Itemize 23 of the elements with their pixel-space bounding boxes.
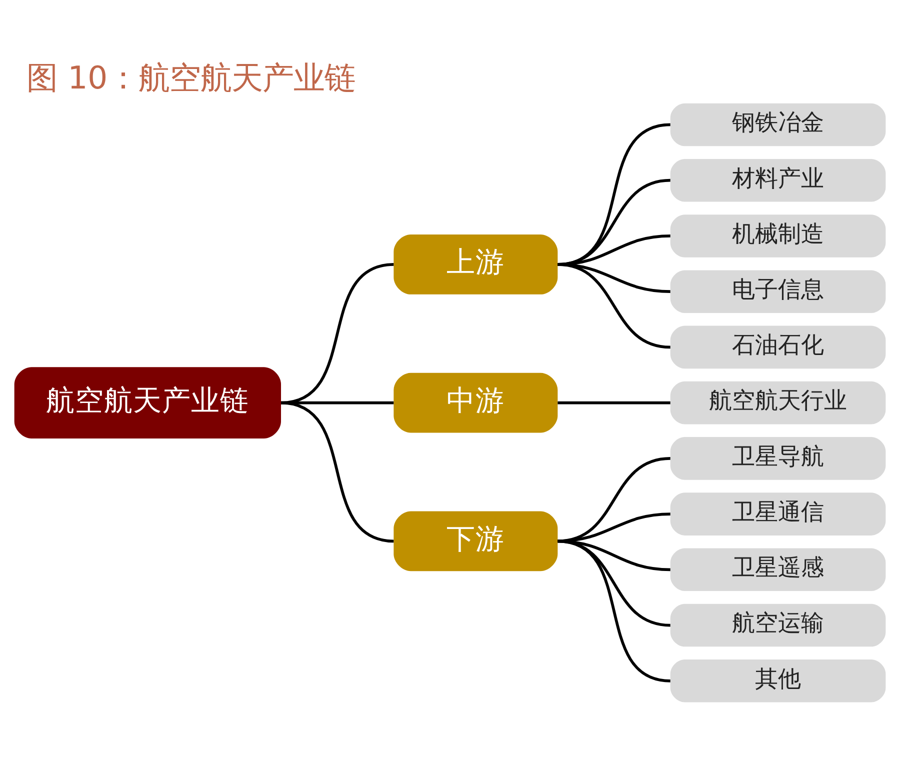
node-box: 航空航天行业 — [670, 380, 886, 424]
node-box: 石油石化 — [670, 325, 886, 368]
node-box: 下游 — [394, 510, 558, 571]
node-box: 卫星遥感 — [670, 548, 886, 591]
connector — [557, 539, 671, 682]
node-box: 电子信息 — [670, 270, 886, 312]
node-box: 钢铁冶金 — [670, 102, 886, 146]
diagram-title: 图 10：航空航天产业链 — [26, 60, 356, 96]
node-box: 上游 — [394, 234, 558, 294]
connector — [280, 262, 394, 404]
node-box: 航空运输 — [670, 603, 886, 646]
connector — [558, 262, 670, 348]
connector — [558, 400, 670, 404]
node-box: 卫星通信 — [670, 492, 886, 535]
connector — [558, 512, 670, 542]
node-box: 其他 — [670, 659, 886, 702]
connector — [558, 456, 670, 542]
node-box: 机械制造 — [670, 214, 886, 257]
node-box: 航空航天产业链 — [14, 366, 281, 438]
node-box: 中游 — [394, 372, 558, 432]
node-box: 卫星导航 — [670, 436, 886, 480]
node-box: 材料产业 — [670, 158, 886, 202]
connector — [280, 400, 394, 542]
